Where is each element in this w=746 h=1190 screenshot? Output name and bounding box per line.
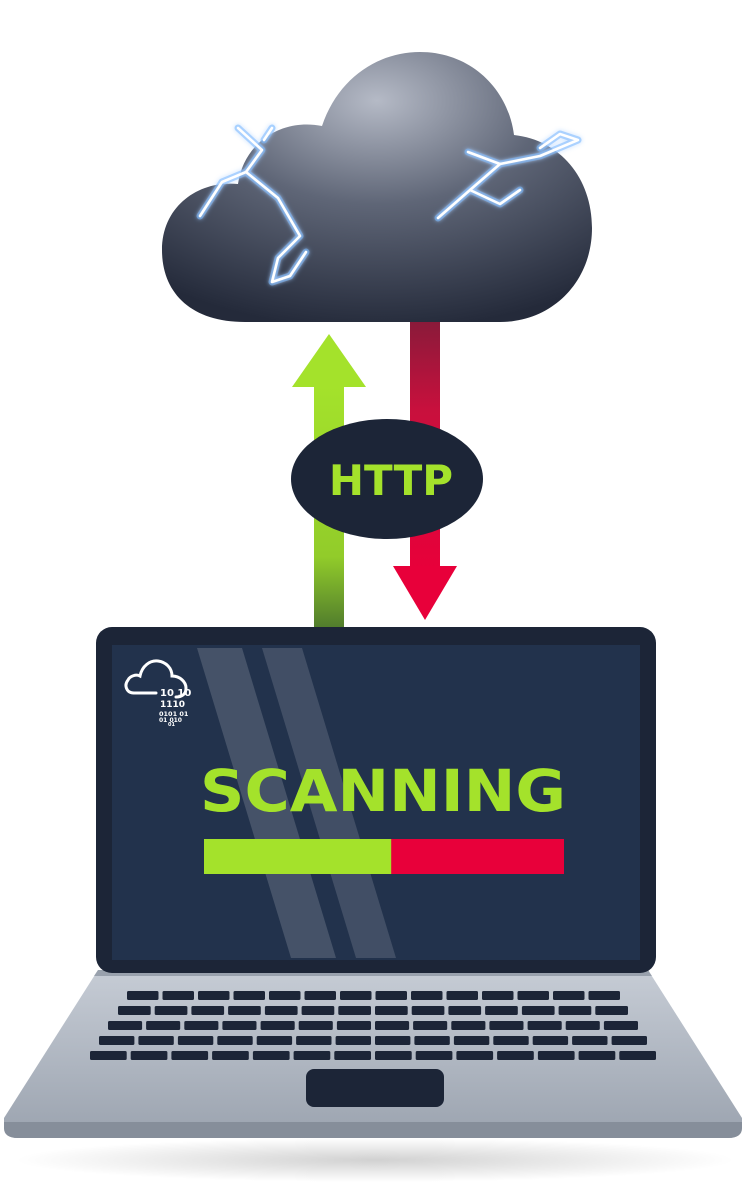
binary-line: 1110 (160, 700, 185, 710)
keyboard-key (537, 1051, 575, 1060)
keyboard-key (375, 1021, 410, 1030)
keyboard-key (336, 1021, 371, 1030)
laptop-base (4, 970, 742, 1138)
keyboard-key (217, 1036, 253, 1045)
keyboard-key (448, 1006, 482, 1015)
keyboard-key (553, 991, 585, 1000)
keyboard-key (527, 1021, 562, 1030)
keyboard-key (171, 1051, 209, 1060)
keyboard-key (296, 1036, 332, 1045)
keyboard-key (127, 991, 159, 1000)
keyboard-key (578, 1051, 616, 1060)
keyboard-key (340, 991, 372, 1000)
keyboard-key (517, 991, 549, 1000)
keyboard-key (301, 1006, 335, 1015)
keyboard-key (453, 1036, 490, 1045)
keyboard-key (446, 991, 478, 1000)
keyboard-key (298, 1021, 333, 1030)
keyboard-key (456, 1051, 494, 1060)
keyboard-key (414, 1036, 450, 1045)
keyboard-key (588, 991, 620, 1000)
keyboard-key (451, 1021, 486, 1030)
keyboard-key (521, 1006, 555, 1015)
keyboard-key (130, 1051, 168, 1060)
laptop-screen (96, 627, 656, 973)
binary-line: 01 010 (159, 717, 182, 724)
http-badge: HTTP (291, 419, 483, 539)
keyboard-key (228, 1006, 261, 1015)
progress-bar (204, 839, 564, 874)
keyboard-key (413, 1021, 448, 1030)
keyboard-key (497, 1051, 534, 1060)
keyboard-key (565, 1021, 600, 1030)
cloud-icon (162, 52, 592, 322)
keyboard-key (256, 1036, 293, 1045)
keyboard-key (375, 1006, 408, 1015)
cloud-binary-icon: 10 10 1110 0101 01 01 010 01 (124, 659, 191, 728)
keyboard-key (595, 1006, 628, 1015)
keyboard-key (603, 1021, 638, 1030)
keyboard-key (411, 1006, 445, 1015)
keyboard-key (260, 1021, 295, 1030)
keyboard-key (118, 1006, 151, 1015)
http-label: HTTP (329, 456, 453, 505)
keyboard-key (485, 1006, 518, 1015)
keyboard-key (184, 1021, 219, 1030)
lightning-icon (196, 124, 582, 286)
keyboard-key (375, 1036, 411, 1045)
keyboard-icon (90, 991, 656, 1060)
keyboard-key (264, 1006, 298, 1015)
keyboard-key (375, 1051, 412, 1060)
keyboard-key (558, 1006, 592, 1015)
keyboard-key (415, 1051, 453, 1060)
keyboard-key (493, 1036, 529, 1045)
keyboard-key (489, 1021, 524, 1030)
keyboard-key (138, 1036, 174, 1045)
keyboard-key (334, 1051, 371, 1060)
binary-line: 10 10 (160, 688, 191, 699)
keyboard-key (177, 1036, 214, 1045)
keyboard-key (212, 1051, 249, 1060)
keyboard-key (482, 991, 514, 1000)
keyboard-key (108, 1021, 143, 1030)
keyboard-key (619, 1051, 656, 1060)
keyboard-key (572, 1036, 608, 1045)
keyboard-key (269, 991, 301, 1000)
keyboard-key (611, 1036, 647, 1045)
progress-fill (204, 839, 392, 874)
keyboard-key (293, 1051, 331, 1060)
keyboard-key (233, 991, 265, 1000)
touchpad-icon (306, 1069, 444, 1107)
keyboard-key (198, 991, 230, 1000)
keyboard-key (304, 991, 336, 1000)
keyboard-key (99, 1036, 135, 1045)
scanning-label: SCANNING (200, 757, 566, 825)
keyboard-key (191, 1006, 225, 1015)
keyboard-key (222, 1021, 257, 1030)
keyboard-key (338, 1006, 371, 1015)
binary-line: 01 (168, 722, 175, 728)
keyboard-key (411, 991, 443, 1000)
keyboard-key (162, 991, 194, 1000)
binary-line: 0101 01 (159, 710, 189, 718)
keyboard-key (154, 1006, 188, 1015)
keyboard-key (146, 1021, 181, 1030)
keyboard-key (252, 1051, 290, 1060)
keyboard-key (90, 1051, 127, 1060)
keyboard-key (532, 1036, 569, 1045)
keyboard-key (335, 1036, 371, 1045)
keyboard-key (375, 991, 407, 1000)
